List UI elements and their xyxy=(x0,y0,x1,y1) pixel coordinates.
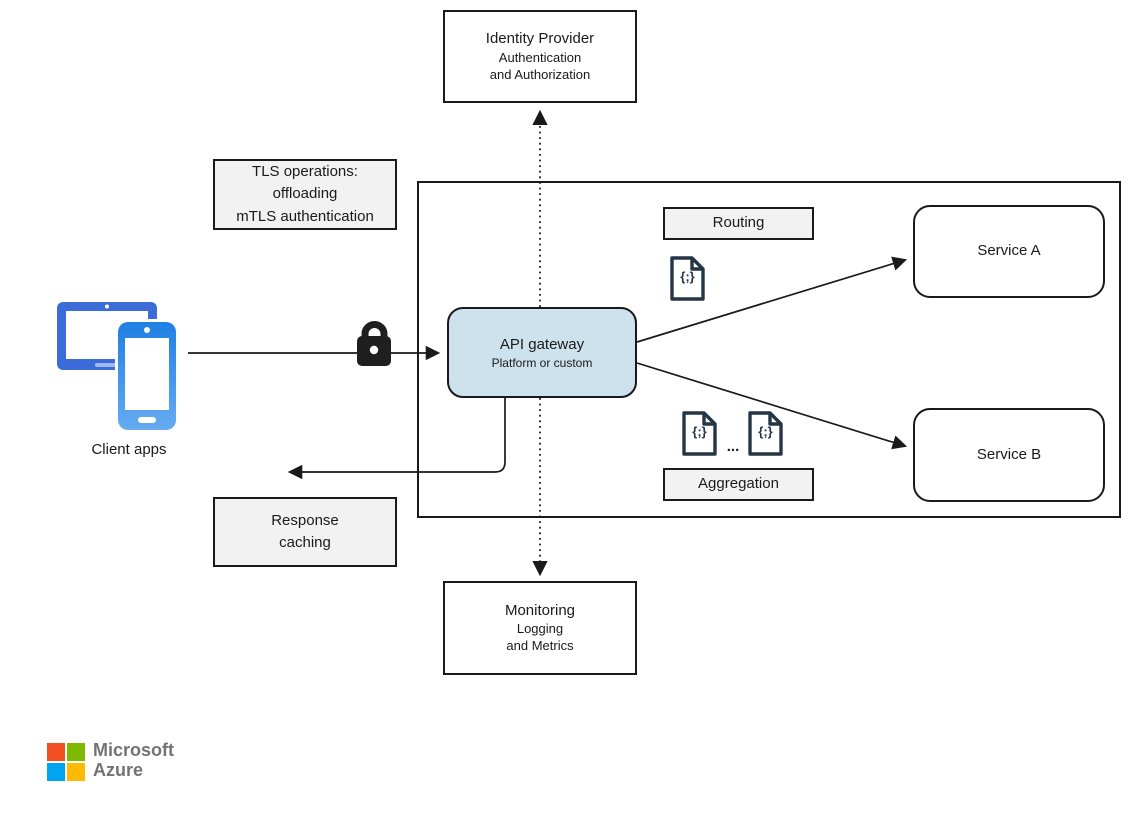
client-apps-label: Client apps xyxy=(91,441,167,458)
json-glyph: {;} xyxy=(758,424,773,439)
json-document-icon: {;} xyxy=(668,255,707,302)
logo-square-blue xyxy=(47,763,65,781)
gateway-boundary-box xyxy=(417,181,1121,518)
identity-provider-subtitle: Authentication and Authorization xyxy=(489,49,591,82)
logo-square-red xyxy=(47,743,65,761)
service-b-label: Service B xyxy=(976,445,1042,463)
json-document-icon: {;} xyxy=(680,410,719,457)
identity-provider-box: Identity Provider Authentication and Aut… xyxy=(443,10,637,103)
brand-line-azure: Azure xyxy=(93,760,144,780)
monitoring-title: Monitoring xyxy=(504,601,576,619)
json-document-icon: {;} xyxy=(746,410,785,457)
aggregation-label-text: Aggregation xyxy=(698,475,779,493)
logo-square-green xyxy=(67,743,85,761)
api-gateway-title: API gateway xyxy=(499,336,585,354)
lock-icon xyxy=(357,321,391,366)
response-caching-text: Response caching xyxy=(271,511,339,552)
json-glyph: {;} xyxy=(680,269,695,284)
json-glyph: {;} xyxy=(692,424,707,439)
identity-provider-title: Identity Provider xyxy=(485,30,595,48)
phone-icon xyxy=(115,319,179,433)
api-gateway-box: API gateway Platform or custom xyxy=(447,307,637,398)
brand-line-microsoft: Microsoft xyxy=(93,740,174,760)
tls-operations-note: TLS operations: offloading mTLS authenti… xyxy=(213,159,397,230)
monitoring-subtitle: Logging and Metrics xyxy=(506,621,574,654)
service-a-box: Service A xyxy=(913,205,1105,298)
routing-label: Routing xyxy=(663,207,814,240)
service-b-box: Service B xyxy=(913,408,1105,502)
monitoring-box: Monitoring Logging and Metrics xyxy=(443,581,637,675)
tls-operations-text: TLS operations: offloading mTLS authenti… xyxy=(236,162,374,225)
response-caching-note: Response caching xyxy=(213,497,397,567)
aggregation-label: Aggregation xyxy=(663,468,814,501)
logo-square-yellow xyxy=(67,763,85,781)
routing-label-text: Routing xyxy=(712,214,765,232)
tablet-icon xyxy=(57,302,157,370)
brand-text: Microsoft Azure xyxy=(93,740,174,780)
api-gateway-subtitle: Platform or custom xyxy=(491,355,593,370)
ellipsis-text: ... xyxy=(726,438,740,455)
service-a-label: Service A xyxy=(977,242,1041,260)
